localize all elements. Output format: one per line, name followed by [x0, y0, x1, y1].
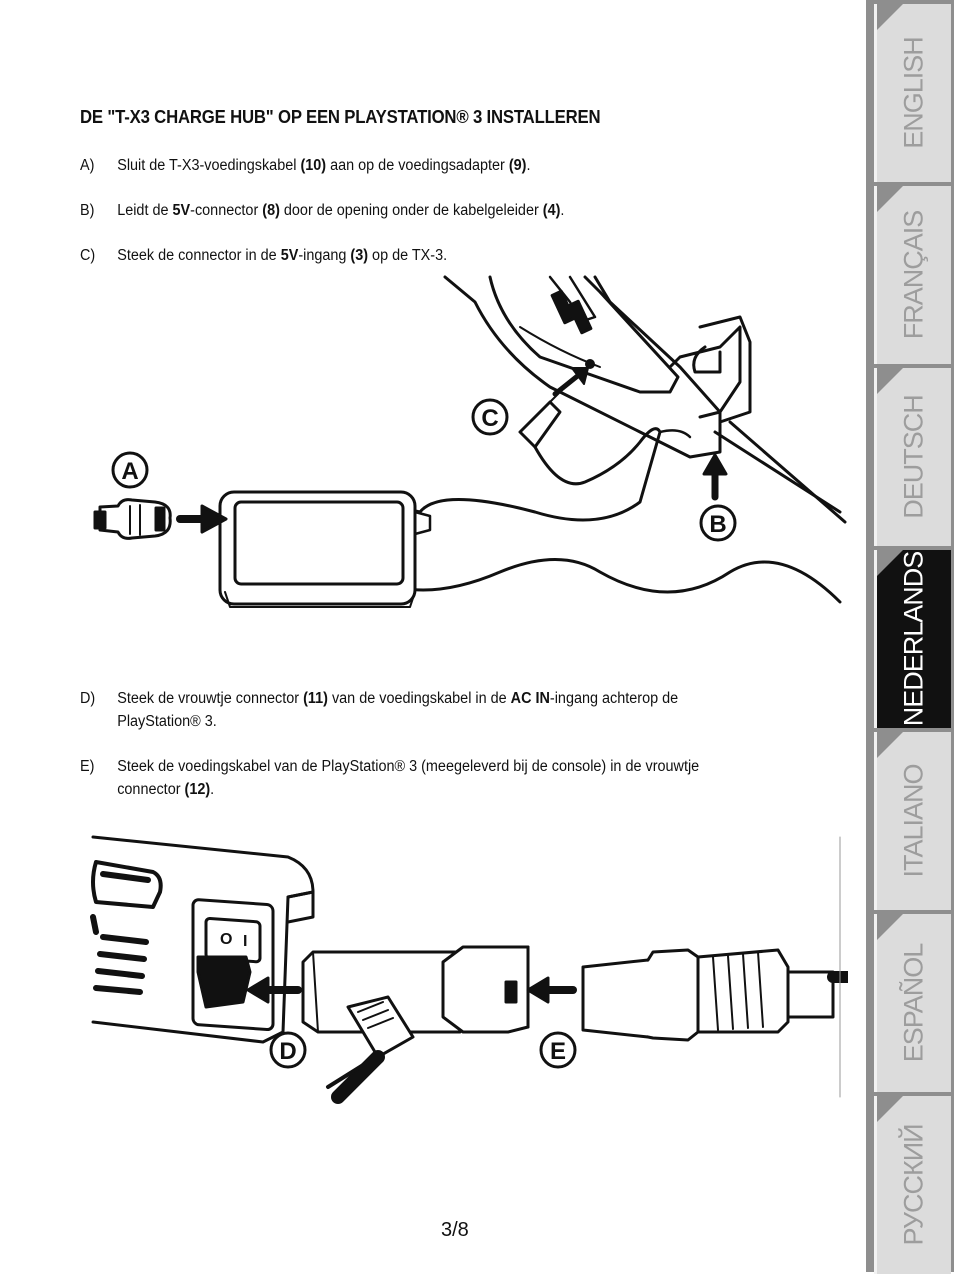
step-text: Steek de vrouwtje connector (11) van de … [117, 687, 749, 733]
step-text-run: -ingang [298, 247, 351, 264]
tab-espanol[interactable]: ESPAÑOL [874, 914, 951, 1092]
step-text-run: . [560, 202, 565, 219]
step-text-run: Sluit de T-X3-voedingskabel [117, 157, 301, 174]
step-text-run: -connector [190, 202, 263, 219]
step-text-run: -ingang achterop de PlayStation® 3. [117, 690, 679, 730]
label-b: B [709, 511, 726, 538]
tab-label: ENGLISH [898, 37, 929, 149]
tab-italiano[interactable]: ITALIANO [874, 732, 951, 910]
label-c: C [481, 405, 498, 432]
step-text-bold: AC IN [510, 690, 550, 707]
step-letter: E) [80, 758, 95, 775]
tab-label: DEUTSCH [898, 395, 929, 519]
tab-deutsch[interactable]: DEUTSCH [874, 368, 951, 546]
switch-off-label: O [220, 931, 232, 948]
step-text-run: door de opening onder de kabelgeleider [279, 202, 543, 219]
tab-label: РУССКИЙ [898, 1124, 929, 1246]
step-e: E) Steek de voedingskabel van de PlaySta… [80, 755, 750, 801]
tab-francais[interactable]: FRANÇAIS [874, 186, 951, 364]
tab-label: ESPAÑOL [898, 943, 929, 1063]
step-text-run: van de voedingskabel in de [327, 690, 511, 707]
step-text-bold: (11) [303, 690, 328, 707]
step-letter: C) [80, 247, 96, 264]
language-tabs: ENGLISH FRANÇAIS DEUTSCH NEDERLANDS ITAL… [866, 0, 954, 1274]
step-text-bold: 5V [280, 247, 299, 264]
step-text-run: Leidt de [117, 202, 173, 219]
label-a: A [121, 458, 138, 485]
ps3-power-connection-illustration: O I D E [90, 835, 848, 1104]
step-text-bold: (3) [350, 247, 369, 264]
tab-label: NEDERLANDS [898, 551, 929, 727]
step-text-run: op de TX-3. [368, 247, 448, 264]
label-e: E [550, 1038, 566, 1065]
step-text-run: . [210, 781, 215, 798]
step-b: B) Leidt de 5V-connector (8) door de ope… [80, 199, 750, 222]
page-number: 3/8 [441, 1219, 469, 1241]
step-text: Sluit de T-X3-voedingskabel (10) aan op … [117, 154, 749, 177]
tab-english[interactable]: ENGLISH [874, 4, 951, 182]
tab-russkiy[interactable]: РУССКИЙ [874, 1096, 951, 1274]
step-text-bold: (10) [300, 157, 327, 174]
step-letter: D) [80, 690, 96, 707]
step-text-bold: (9) [508, 157, 527, 174]
switch-on-label: I [243, 933, 247, 950]
step-text-run: Steek de connector in de [117, 247, 281, 264]
step-letter: A) [80, 157, 95, 174]
step-text-bold: 5V [172, 202, 191, 219]
step-text-run: . [526, 157, 531, 174]
step-c: C) Steek de connector in de 5V-ingang (3… [80, 244, 750, 267]
tab-nederlands[interactable]: NEDERLANDS [874, 550, 951, 728]
step-text-run: Steek de voedingskabel van de PlayStatio… [117, 758, 700, 798]
step-text-bold: (12) [184, 781, 211, 798]
step-text: Steek de voedingskabel van de PlayStatio… [117, 755, 749, 801]
step-text: Leidt de 5V-connector (8) door de openin… [117, 199, 749, 222]
page-title: DE "T-X3 CHARGE HUB" OP EEN PLAYSTATION®… [80, 107, 601, 127]
step-text: Steek de connector in de 5V-ingang (3) o… [117, 244, 749, 267]
charger-connection-illustration: A C B [93, 275, 847, 608]
step-d: D) Steek de vrouwtje connector (11) van … [80, 687, 750, 733]
tab-label: FRANÇAIS [898, 210, 929, 340]
step-text-run: Steek de vrouwtje connector [117, 690, 304, 707]
label-d: D [279, 1038, 296, 1065]
step-letter: B) [80, 202, 95, 219]
step-text-bold: (8) [262, 202, 280, 219]
step-a: A) Sluit de T-X3-voedingskabel (10) aan … [80, 154, 750, 177]
tab-label: ITALIANO [898, 764, 929, 878]
step-text-run: aan op de voedingsadapter [326, 157, 509, 174]
step-text-bold: (4) [542, 202, 561, 219]
